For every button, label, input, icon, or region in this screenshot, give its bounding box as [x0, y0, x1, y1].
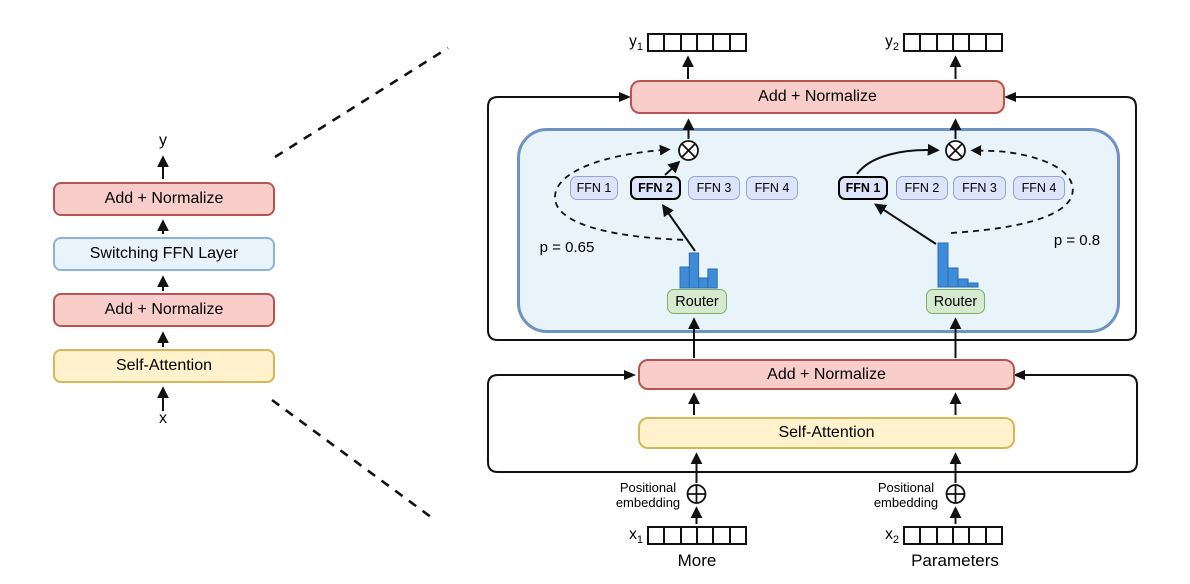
ffn-3-left: FFN 3	[688, 176, 740, 200]
left-add-normalize-top: Add + Normalize	[53, 182, 275, 216]
left-self-attention: Self-Attention	[53, 349, 275, 383]
token-cell	[919, 528, 935, 543]
multiply-icon-left	[678, 140, 699, 161]
token-cell	[984, 35, 1001, 50]
token-cell	[695, 35, 712, 50]
left-self-attention-label: Self-Attention	[115, 357, 213, 374]
ffn-1-left: FFN 1	[570, 176, 618, 200]
input-vector-x2	[903, 526, 1003, 545]
token-cell	[935, 528, 952, 543]
input-vector-x1	[647, 526, 747, 545]
probability-label-right: p = 0.8	[1053, 232, 1101, 249]
residual-skip-bottom	[487, 370, 1138, 473]
token-cell	[663, 35, 679, 50]
right-flow-arrows	[682, 55, 962, 524]
output-token-label-y2: y2	[885, 33, 899, 54]
left-output-label: y	[159, 132, 167, 149]
add-normalize-mid-bar: Add + Normalize	[638, 359, 1015, 390]
token-cell	[649, 35, 663, 50]
ffn-4-left: FFN 4	[746, 176, 798, 200]
left-add-normalize-bottom-label: Add + Normalize	[104, 301, 224, 318]
token-cell	[728, 528, 745, 543]
ffn-1-right-selected: FFN 1	[838, 176, 888, 200]
expert-selection-arrows	[661, 143, 940, 252]
token-cell	[712, 528, 728, 543]
self-attention-bar: Self-Attention	[638, 417, 1015, 449]
output-vector-y1	[647, 33, 747, 52]
input-token-label-x1: x1	[629, 526, 643, 547]
ffn-4-right: FFN 4	[1013, 176, 1065, 200]
token-cell	[968, 528, 984, 543]
add-normalize-top-bar-label: Add + Normalize	[758, 88, 877, 105]
token-cell	[919, 35, 935, 50]
token-cell	[679, 35, 696, 50]
ffn-2-left-selected: FFN 2	[630, 176, 681, 200]
zoom-connector-dashed-lines	[271, 46, 449, 522]
left-add-normalize-top-label: Add + Normalize	[104, 190, 224, 207]
probability-dashed-loop-right	[950, 145, 1074, 234]
residual-skip-top	[487, 92, 1137, 341]
left-switching-ffn-layer: Switching FFN Layer	[53, 237, 275, 271]
token-cell	[679, 528, 696, 543]
add-normalize-mid-bar-label: Add + Normalize	[767, 365, 886, 383]
token-cell	[984, 528, 1001, 543]
left-input-label: x	[159, 410, 167, 427]
left-add-normalize-bottom: Add + Normalize	[53, 293, 275, 327]
token-cell	[712, 35, 728, 50]
output-vector-y2	[903, 33, 1003, 52]
probability-label-left: p = 0.65	[539, 239, 595, 256]
switching-ffn-layer-container	[517, 128, 1120, 333]
router-histogram-left	[679, 252, 718, 289]
add-normalize-top-bar: Add + Normalize	[630, 80, 1005, 114]
token-cell	[905, 35, 919, 50]
token-cell	[951, 528, 968, 543]
token-cell	[695, 528, 712, 543]
token-cell	[951, 35, 968, 50]
multiply-icon-right	[945, 140, 966, 161]
token-cell	[968, 35, 984, 50]
token-cell	[728, 35, 745, 50]
input-token-label-x2: x2	[885, 526, 899, 547]
ffn-2-right: FFN 2	[896, 176, 948, 200]
plus-icon-left	[686, 484, 707, 504]
token-cell	[663, 528, 679, 543]
input-word-more: More	[677, 551, 717, 570]
token-cell	[905, 528, 919, 543]
left-switching-ffn-layer-label: Switching FFN Layer	[89, 245, 239, 262]
plus-icon-right	[945, 484, 966, 504]
self-attention-bar-label: Self-Attention	[778, 424, 875, 441]
router-left: Router	[667, 289, 727, 314]
router-right: Router	[926, 289, 985, 314]
output-token-label-y1: y1	[629, 33, 643, 54]
input-word-parameters: Parameters	[911, 551, 999, 570]
router-histogram-right	[937, 242, 979, 288]
ffn-3-right: FFN 3	[953, 176, 1006, 200]
token-cell	[649, 528, 663, 543]
token-cell	[935, 35, 952, 50]
